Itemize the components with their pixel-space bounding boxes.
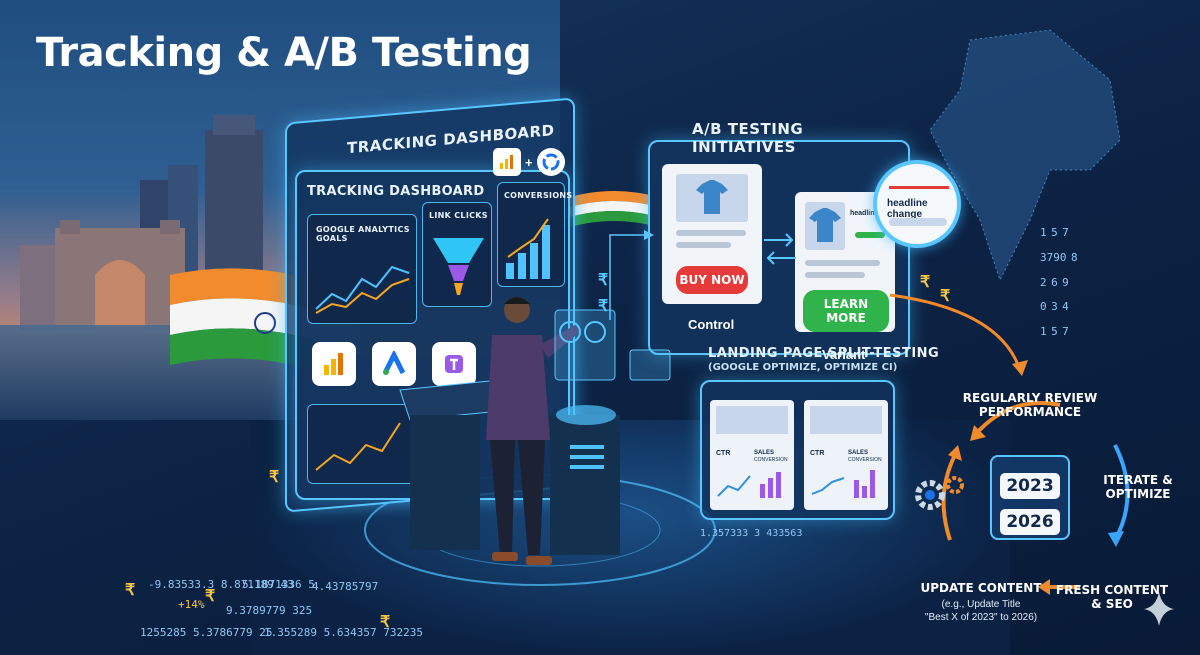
variant-page[interactable]: headline c LEARN MORE	[795, 192, 895, 332]
screen-b-ctr: CTR	[810, 450, 825, 457]
split-testing-figures: 1.357333 3 433563	[700, 528, 803, 539]
india-map-dots	[929, 29, 1121, 282]
screen-b-sales: SALES	[848, 450, 869, 456]
year-from: 2023	[1000, 473, 1060, 499]
screen-b-charts	[811, 470, 875, 498]
split-testing-label: LANDING PAGE SPLIT-TESTING	[708, 346, 940, 361]
floating-number: 1255285 5.3786779 25	[140, 626, 273, 639]
tshirt-icon	[696, 180, 728, 214]
app-tiles	[312, 342, 476, 386]
floating-number: 9.3789779 325	[226, 604, 313, 617]
conversions-card[interactable]: CONVERSIONS	[497, 182, 572, 287]
update-content-label: UPDATE CONTENT	[920, 581, 1042, 595]
plus-sign: +	[525, 154, 533, 170]
analyst-at-console	[399, 297, 671, 565]
screen-a-conversion: CONVERSION	[754, 457, 788, 463]
screen-b-conversion: CONVERSION	[848, 457, 882, 463]
calendar-icon: 2023 2026	[990, 455, 1070, 540]
conversions-bar-chart	[506, 218, 550, 279]
ab-testing-label: A/B TESTING INITIATIVES	[692, 120, 804, 156]
page-title: Tracking & A/B Testing	[36, 30, 532, 76]
ga-optimize-badge: +	[493, 148, 565, 176]
fresh-content-label: FRESH CONTENT & SEO	[1055, 583, 1169, 611]
rupee-symbol: ₹	[920, 274, 931, 291]
gears-icon	[915, 476, 964, 510]
buy-now-button[interactable]: BUY NOW	[676, 266, 748, 294]
screen-a-sales: SALES	[754, 450, 775, 456]
rupee-symbol: ₹	[125, 582, 136, 599]
iterate-optimize-label: ITERATE & OPTIMIZE	[1103, 473, 1173, 501]
control-hero-image	[676, 174, 748, 222]
trend-line-chart	[315, 422, 401, 471]
tracking-dashboard-label: TRACKING DASHBOARD	[307, 184, 485, 199]
link-clicks-card[interactable]: LINK CLICKS	[422, 202, 492, 307]
rupee-symbol: ₹	[940, 288, 951, 305]
funnel-icon	[433, 238, 484, 295]
analytics-badge-icon	[493, 148, 521, 176]
rupee-symbol: ₹	[380, 614, 391, 631]
split-testing-sublabel: (GOOGLE OPTIMIZE, OPTIMIZE CI)	[708, 362, 898, 373]
floating-number: 4.43785797	[312, 580, 379, 593]
tshirt-icon	[809, 208, 841, 242]
floating-number: -9.83533.3 8.871189 43	[148, 578, 294, 591]
review-connector-arrow	[889, 293, 1028, 376]
google-analytics-icon[interactable]	[312, 342, 356, 386]
year-to: 2026	[1000, 509, 1060, 535]
indian-flag-ribbon	[560, 191, 650, 230]
sparkle-icon	[1144, 592, 1174, 626]
link-clicks-label: LINK CLICKS	[429, 211, 488, 220]
ab-testing-panel: A/B TESTING INITIATIVES BUY NOW headline…	[648, 120, 910, 362]
trend-card[interactable]	[307, 404, 417, 484]
rupee-symbol: ₹	[205, 588, 216, 605]
optimize-badge-icon	[536, 148, 565, 176]
control-caption: Control	[688, 317, 735, 332]
rupee-symbol: ₹	[598, 272, 609, 289]
floating-percent: +14%	[178, 598, 205, 611]
google-ads-icon[interactable]	[372, 342, 416, 386]
split-screen-a[interactable]: CTR SALES CONVERSION	[710, 400, 794, 510]
screen-a-charts	[717, 472, 781, 498]
screen-a-ctr: CTR	[716, 450, 731, 457]
tag-manager-icon[interactable]	[432, 342, 476, 386]
ga-goals-label: GOOGLE ANALYTICS GOALS	[316, 225, 410, 243]
rupee-symbol: ₹	[598, 298, 609, 315]
variant-hero-image	[805, 202, 845, 250]
update-content-example: (e.g., Update Title "Best X of 2023" to …	[924, 599, 1038, 623]
map-digits: 1 5 7 3790 8 2 6 9 0 3 4 1 5 7	[1040, 226, 1078, 339]
split-testing-panel: LANDING PAGE SPLIT-TESTING (GOOGLE OPTIM…	[700, 346, 939, 520]
floating-number: 1.355289 5.634357 732235	[264, 626, 423, 639]
learn-more-button[interactable]: LEARN MORE	[803, 290, 889, 332]
ga-goals-card[interactable]: GOOGLE ANALYTICS GOALS	[307, 214, 417, 324]
magnifier-text: headline change	[887, 198, 928, 220]
rupee-symbol: ₹	[269, 469, 280, 486]
conversions-label: CONVERSIONS	[504, 191, 573, 200]
magnifier-lens: headline change	[873, 160, 961, 248]
variant-headline-text: headline c	[850, 210, 885, 217]
split-screen-b[interactable]: CTR SALES CONVERSION	[804, 400, 888, 510]
review-performance-label: REGULARLY REVIEW PERFORMANCE	[962, 391, 1098, 419]
control-page[interactable]: BUY NOW	[662, 164, 762, 304]
ga-goals-line-chart	[315, 265, 410, 314]
swap-arrows-icon	[764, 233, 796, 265]
floating-number: 5.1871336 5	[242, 578, 315, 591]
variant-caption: Variant	[822, 347, 866, 362]
dashboard-to-ab-connector	[609, 230, 654, 320]
